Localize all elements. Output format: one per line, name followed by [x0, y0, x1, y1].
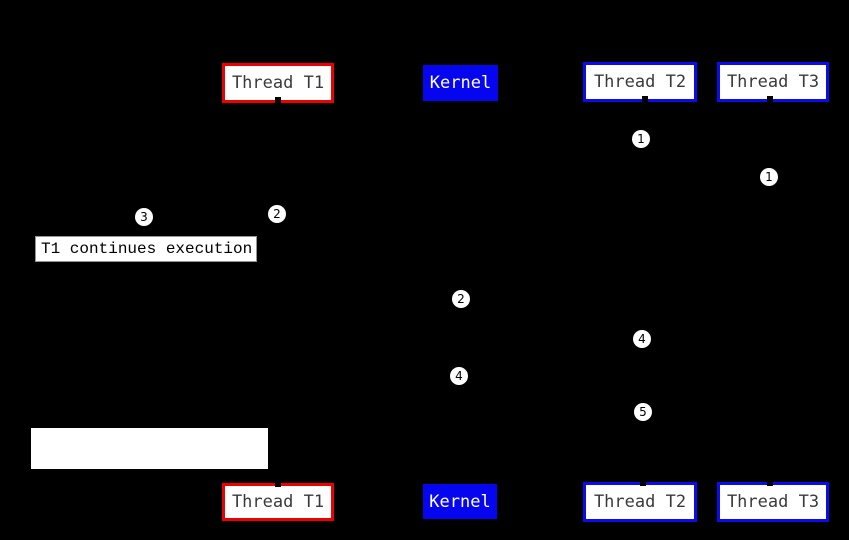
- step-circle-1: 1: [760, 168, 778, 186]
- thread-t2-top-box: Thread T2: [583, 62, 697, 102]
- kernel-bottom-box: Kernel: [423, 484, 497, 519]
- thread-t3-bottom-box: Thread T3: [717, 482, 829, 522]
- thread-t3-top-box: Thread T3: [717, 62, 829, 102]
- step-circle-5: 5: [634, 403, 652, 421]
- step-circle-2: 2: [268, 205, 286, 223]
- thread-t2-bottom-box: Thread T2: [583, 482, 697, 522]
- lifeline-stub: [767, 478, 773, 486]
- kernel-top-box: Kernel: [423, 65, 498, 101]
- step-circle-3: 3: [135, 208, 153, 226]
- note-t1-continues-execution: T1 continues execution: [35, 236, 257, 262]
- step-circle-4: 4: [633, 330, 651, 348]
- lifeline-stub: [275, 479, 281, 487]
- blank-label-box: [31, 428, 268, 469]
- step-circle-4: 4: [450, 367, 468, 385]
- step-circle-1: 1: [632, 130, 650, 148]
- thread-t1-top-box: Thread T1: [222, 63, 334, 103]
- lifeline-stub: [767, 96, 773, 104]
- step-circle-2: 2: [452, 290, 470, 308]
- lifeline-stub: [640, 478, 646, 486]
- thread-t1-bottom-box: Thread T1: [222, 483, 334, 521]
- lifeline-stub: [642, 96, 648, 104]
- lifeline-stub: [275, 97, 281, 105]
